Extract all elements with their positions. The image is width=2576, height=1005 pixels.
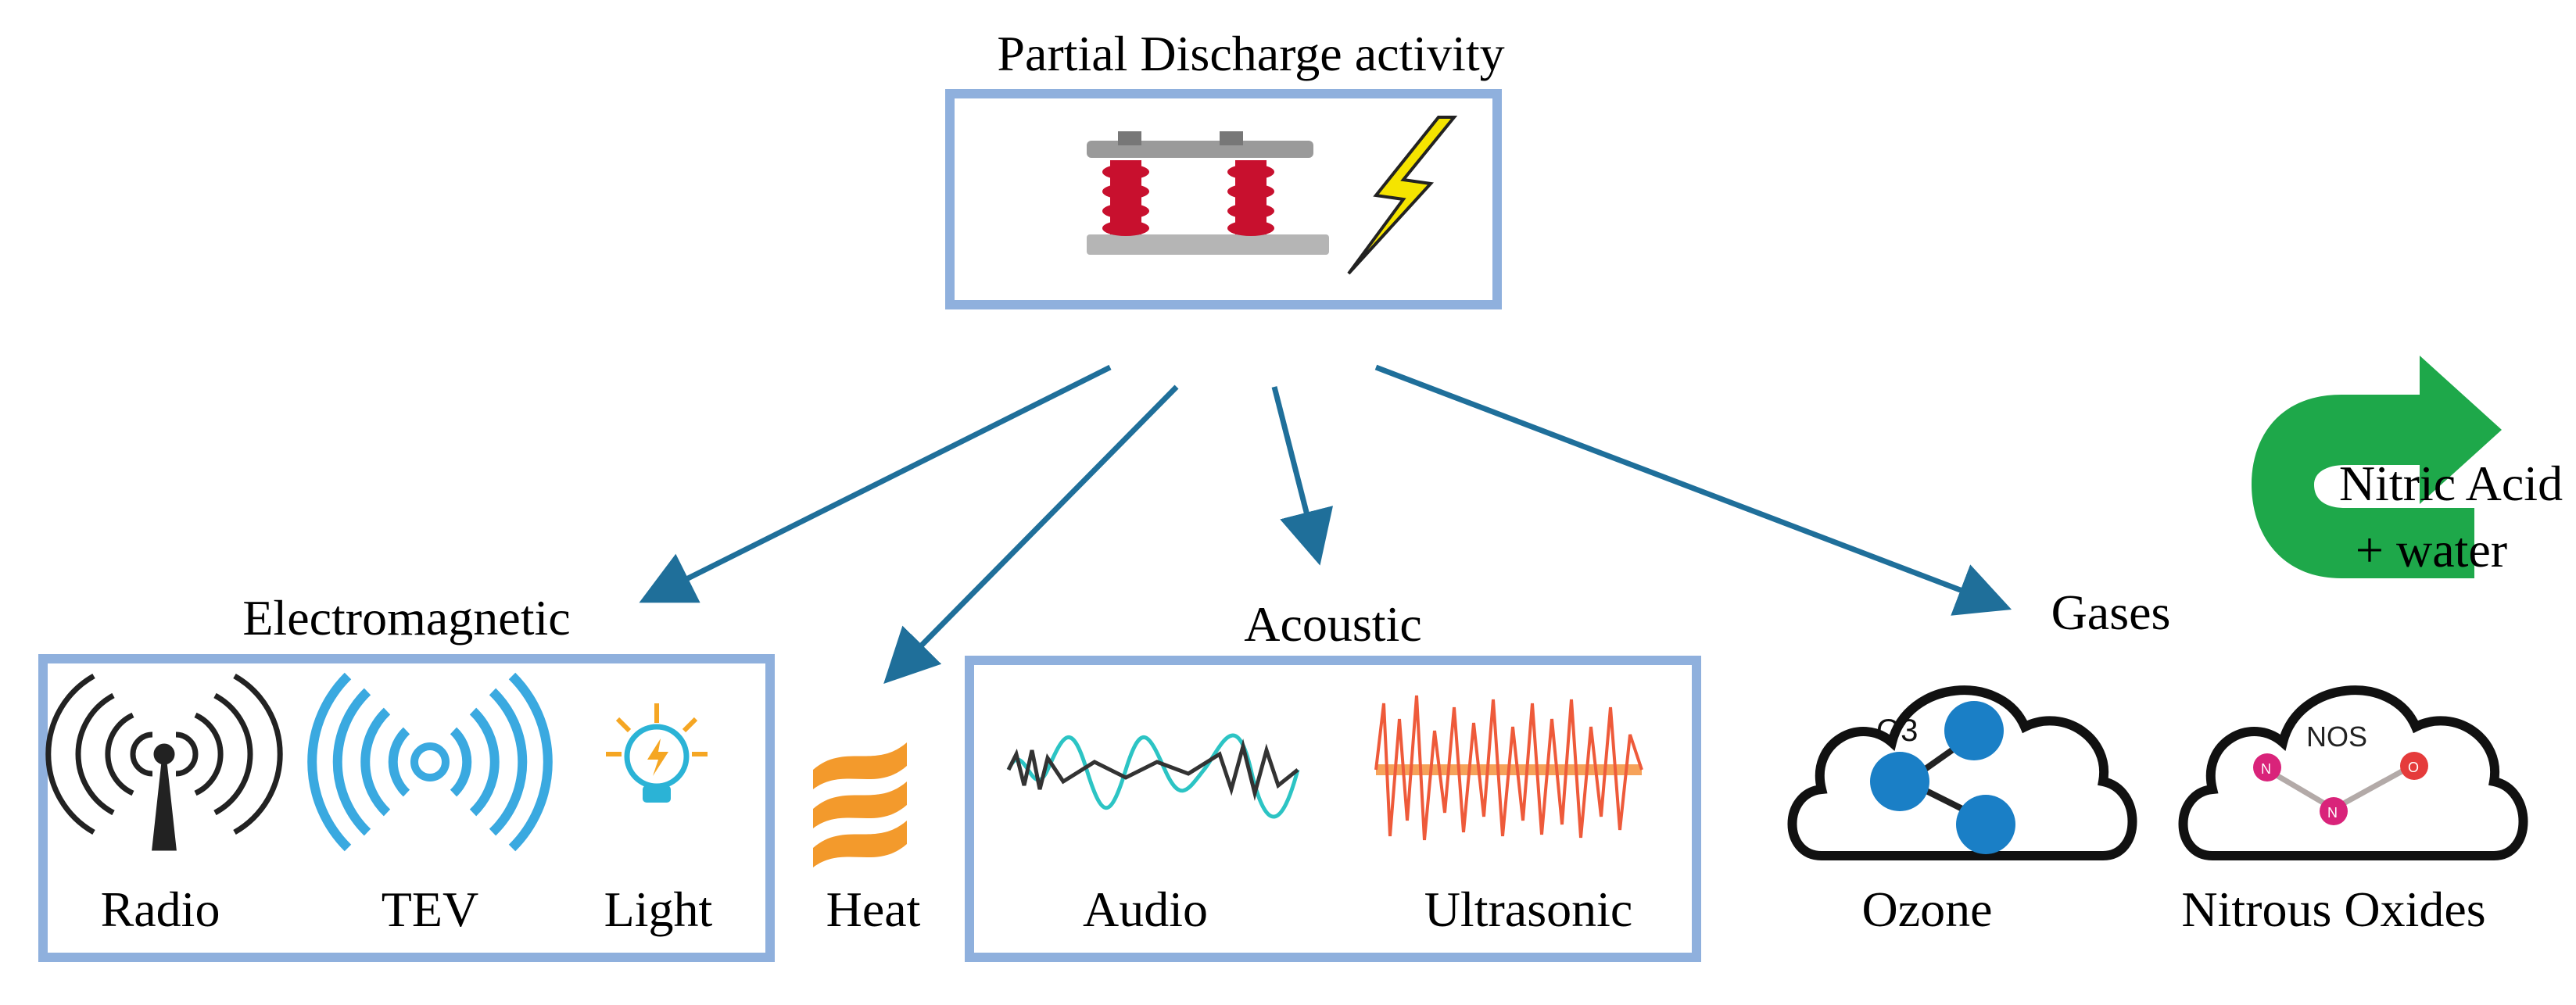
cycle-arrow-icon [2252,356,2502,625]
ultrasonic-label: Ultrasonic [1424,882,1633,937]
acoustic-label: Acoustic [1244,596,1422,652]
lightning-icon [1347,116,1458,275]
light-label: Light [604,882,713,937]
acoustic-box [965,656,1701,962]
heat-label: Heat [826,882,921,937]
tev-label: TEV [382,882,478,937]
radio-label: Radio [101,882,220,937]
ultrasonic-wave-icon [1374,695,1643,841]
nitrous-oxides-label: Nitrous Oxides [2181,882,2485,937]
nos-cloud-icon: NOS N N O [2178,685,2528,860]
electromagnetic-box [38,654,775,962]
arrow-to-electromagnetic [639,364,1112,603]
nos-atom-n2: N [2327,805,2338,821]
arrow-to-heat [883,384,1179,684]
cycle-line-2: + water [2356,522,2507,578]
ozone-label: Ozone [1861,882,1992,937]
ozone-cloud-icon: O3 [1787,685,2137,860]
heat-flames-icon [813,742,907,867]
light-bulb-icon [606,703,708,803]
gases-label: Gases [2051,585,2171,640]
electromagnetic-label: Electromagnetic [242,590,570,646]
source-box [945,89,1502,309]
ozone-formula: O3 [1876,714,1918,748]
audio-label: Audio [1083,882,1208,937]
nos-formula: NOS [2306,721,2367,753]
nos-atom-n1: N [2261,761,2271,777]
diagram-title: Partial Discharge activity [997,26,1504,81]
nos-atom-o: O [2408,760,2419,775]
arrow-to-acoustic [1271,386,1334,566]
audio-wave-icon [1006,733,1300,819]
switch-insulator-icon [1087,131,1329,255]
radio-antenna-icon [45,673,283,851]
arrow-to-gases [1374,364,2012,616]
tev-waves-icon [307,672,553,852]
cycle-line-1: Nitric Acid [2339,456,2563,511]
